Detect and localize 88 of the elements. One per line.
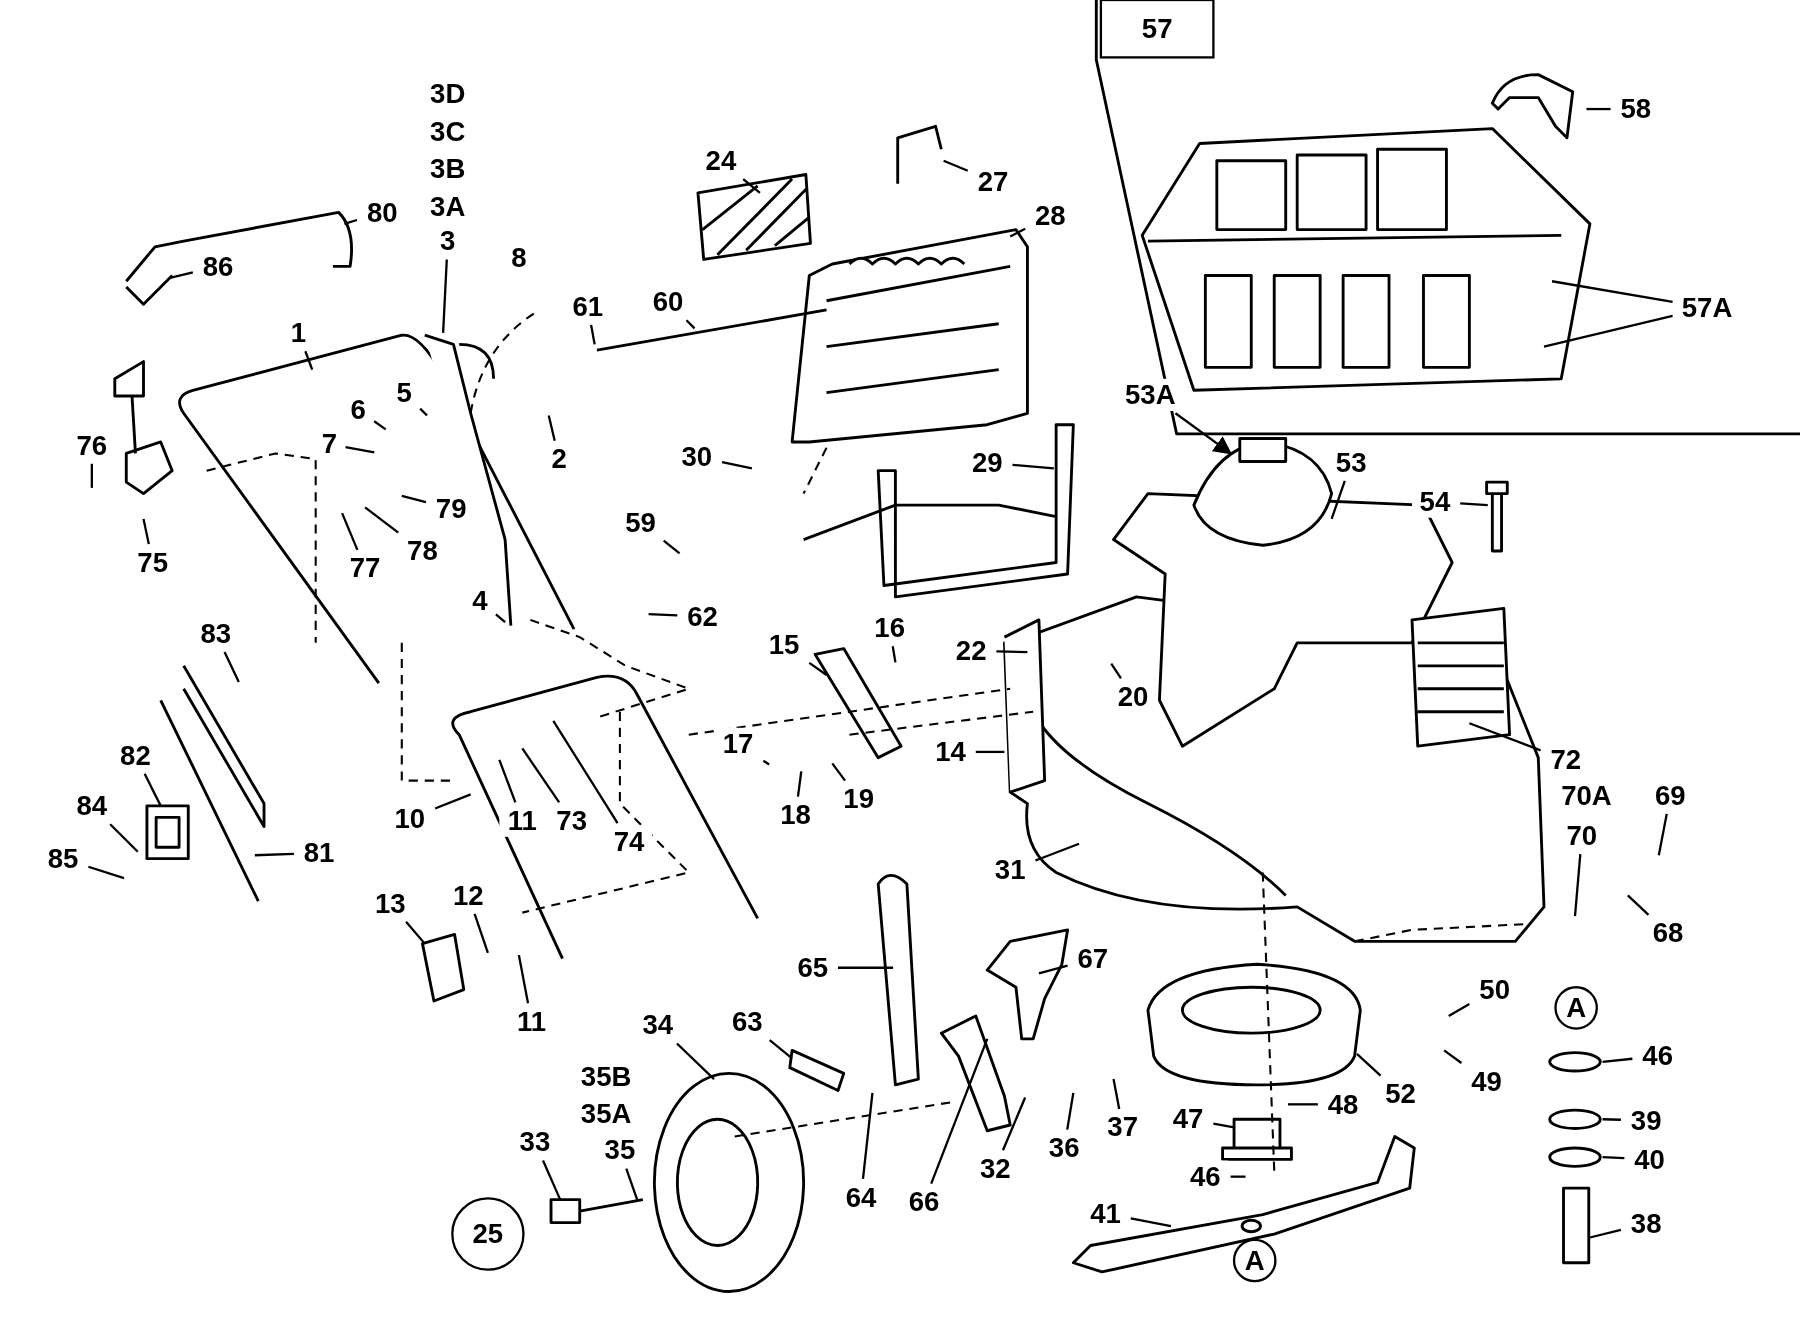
leader-line — [552, 720, 619, 824]
leader-line — [1066, 1092, 1075, 1130]
leader-line — [419, 407, 428, 417]
leader-line — [1551, 280, 1673, 303]
callout-number: 3A — [429, 190, 467, 223]
leader-line — [495, 613, 506, 624]
leader-line — [304, 350, 314, 371]
leader-line — [943, 159, 969, 172]
leader-line — [254, 852, 294, 857]
leader-line — [1356, 1053, 1382, 1077]
leader-line — [88, 865, 125, 880]
leader-line — [1443, 1049, 1463, 1064]
leader-line — [364, 506, 399, 534]
leader-line — [1012, 463, 1054, 470]
callout-number: 3D — [429, 78, 467, 111]
leader-line — [169, 271, 194, 279]
callout-circle: 25 — [451, 1197, 525, 1271]
leader-line — [589, 324, 596, 345]
callout-number: 3B — [429, 152, 467, 185]
leader-line — [1038, 964, 1068, 975]
leader-line — [1035, 842, 1080, 862]
leader-line — [861, 1092, 874, 1180]
leader-line — [1543, 314, 1673, 348]
leader-line — [143, 773, 162, 807]
callout-number: 8 — [510, 242, 528, 275]
leader-line — [625, 1168, 639, 1200]
leader-line — [498, 759, 517, 803]
leader-line — [1586, 107, 1611, 111]
leader-line — [223, 651, 240, 683]
leader-line — [1627, 894, 1650, 916]
leader-line — [648, 613, 678, 617]
leader-line — [1460, 502, 1488, 507]
callout-circle: A — [1554, 986, 1598, 1030]
callout-number: 35B — [579, 1060, 633, 1093]
leader-line — [90, 463, 93, 488]
leader-line — [1230, 1175, 1246, 1178]
leader-line — [341, 512, 359, 551]
leader-line — [1288, 1103, 1318, 1106]
leader-line — [1174, 412, 1233, 455]
leader-line — [1657, 813, 1668, 856]
leader-line — [517, 954, 530, 1004]
leader-line — [930, 1038, 989, 1184]
callout-number: 35A — [579, 1097, 633, 1130]
leader-line — [1330, 480, 1346, 520]
leader-line — [1110, 662, 1122, 680]
leader-line — [1009, 227, 1026, 238]
leader-line — [1589, 1228, 1622, 1239]
leader-line — [401, 494, 427, 504]
leader-line — [996, 650, 1028, 654]
leader-line — [434, 793, 472, 810]
leader-line — [721, 461, 753, 470]
leader-line — [1112, 1078, 1121, 1110]
leader-line — [142, 518, 150, 545]
leader-line — [975, 750, 1005, 754]
leader-line — [685, 319, 696, 330]
leader-line — [473, 913, 489, 954]
leader-line — [796, 771, 803, 797]
callout-number: 3C — [429, 115, 467, 149]
leader-line — [1468, 722, 1541, 752]
leader-line — [547, 415, 556, 442]
callout-box: 57 — [1099, 0, 1215, 59]
leader-line — [676, 1042, 715, 1080]
leader-line — [742, 178, 761, 194]
leader-line — [1130, 1217, 1172, 1228]
leader-line — [345, 446, 375, 454]
leader-line — [808, 661, 828, 676]
leader-line — [109, 823, 139, 853]
leader-line — [373, 420, 387, 431]
leader-line — [891, 646, 897, 663]
leader-line — [762, 759, 770, 766]
leader-line — [662, 539, 681, 555]
leader-line — [541, 1160, 562, 1201]
leader-line — [1213, 1122, 1235, 1129]
leader-line — [1602, 1156, 1625, 1160]
leader-line — [769, 1039, 793, 1060]
leader-line — [441, 259, 448, 333]
callout-number: 70A — [1560, 779, 1613, 812]
leader-line — [344, 218, 358, 225]
leader-line — [1001, 1097, 1027, 1151]
callout-circle: A — [1232, 1238, 1277, 1283]
leader-line — [1573, 854, 1582, 917]
leader-line — [405, 921, 426, 945]
leader-line — [831, 762, 846, 782]
leader-line — [1602, 1118, 1621, 1121]
leader-line — [1448, 1003, 1470, 1017]
leader-line — [1602, 1057, 1633, 1063]
leader-line — [838, 966, 894, 969]
leader-line — [521, 747, 561, 804]
